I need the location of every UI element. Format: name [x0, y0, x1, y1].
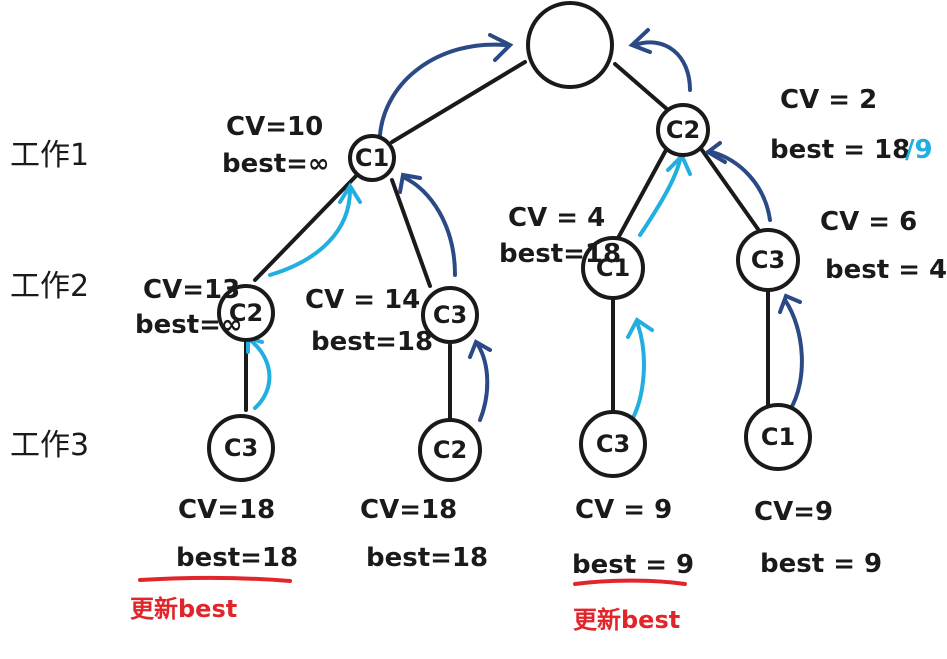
update-notes: 更新best 更新best: [130, 575, 687, 634]
arrow-a2a-to-a2-head: [468, 339, 492, 359]
backtrack-arrows: [246, 28, 804, 422]
label-a1a-cv: CV=18: [178, 495, 275, 525]
arrow-a1-to-a: [268, 188, 352, 277]
edge-b-b2: [700, 148, 762, 234]
arrow-b1a-to-b1: [630, 323, 646, 422]
node-annotations: CV=10 best=∞ CV = 2 best = 18 /9 CV=13 b…: [135, 85, 947, 580]
arrow-a1-to-a-head: [338, 182, 362, 204]
arrow-a2-to-a: [403, 176, 457, 277]
tree-nodes: C1 C2 C2 C3 C1 C3 C3 C2: [207, 1, 812, 482]
edge-b-b1: [615, 148, 668, 242]
svg-text:C3: C3: [433, 301, 467, 329]
label-a2-cv: CV = 14: [305, 285, 420, 315]
arrow-b1a-to-b1-head: [626, 317, 654, 339]
label-b2-cv: CV = 6: [820, 207, 917, 237]
node-a: C1: [348, 134, 396, 182]
arrow-a1a-to-a1: [248, 338, 272, 410]
node-a2: C3: [421, 286, 479, 344]
label-a-cv: CV=10: [226, 112, 323, 142]
arrow-b-to-root-head: [628, 28, 652, 54]
node-b1a: C3: [579, 410, 647, 478]
node-b2: C3: [736, 228, 800, 292]
svg-text:C1: C1: [355, 144, 389, 172]
node-root: [526, 1, 614, 89]
svg-text:C2: C2: [433, 436, 467, 464]
edge-root-b: [613, 62, 670, 112]
svg-text:C2: C2: [666, 116, 700, 144]
label-a-best: best=∞: [222, 149, 330, 179]
node-b: C2: [656, 103, 710, 157]
svg-text:C3: C3: [596, 430, 630, 458]
arrow-a-to-root-head: [488, 33, 514, 62]
label-a1-best: best=∞: [135, 310, 243, 340]
label-a1a-best: best=18: [176, 543, 298, 573]
edge-a-a1: [253, 174, 358, 282]
row-labels: 工作1 工作2 工作3: [10, 138, 89, 463]
label-a2-best: best=18: [311, 327, 433, 357]
label-b1a-best: best = 9: [572, 550, 694, 580]
arrow-a2a-to-a2: [476, 343, 490, 422]
svg-text:C3: C3: [224, 434, 258, 462]
tree-edges: [244, 60, 770, 422]
svg-text:C1: C1: [761, 423, 795, 451]
svg-text:C1: C1: [596, 254, 630, 282]
label-b-best-update: /9: [905, 135, 933, 165]
note-update-right: 更新best: [573, 606, 680, 634]
label-b1-cv: CV = 4: [508, 203, 605, 233]
svg-text:C3: C3: [751, 246, 785, 274]
underline-right: [573, 578, 687, 586]
node-a1: C2: [217, 284, 275, 342]
arrow-b2a-to-b2: [783, 298, 804, 412]
node-b1: C1: [581, 236, 645, 300]
arrow-b2a-to-b2-head: [778, 293, 802, 314]
arrow-b1-to-b: [638, 158, 682, 237]
label-a2a-cv: CV=18: [360, 495, 457, 525]
label-b-cv: CV = 2: [780, 85, 877, 115]
label-b2a-cv: CV=9: [754, 497, 833, 527]
edge-root-a: [390, 60, 527, 144]
arrow-b2-to-b: [710, 150, 772, 222]
label-b2-best: best = 4: [825, 255, 947, 285]
label-b1a-cv: CV = 9: [575, 495, 672, 525]
underline-left: [138, 575, 292, 583]
label-b2a-best: best = 9: [760, 549, 882, 579]
label-a2a-best: best=18: [366, 543, 488, 573]
svg-text:C2: C2: [229, 299, 263, 327]
label-a1-cv: CV=13: [143, 275, 240, 305]
arrow-b2-to-b-head: [704, 141, 727, 164]
edge-a-a2: [390, 178, 432, 288]
node-a1a: C3: [207, 414, 275, 482]
row-label-3: 工作3: [10, 428, 89, 463]
row-label-1: 工作1: [10, 138, 89, 173]
arrow-b-to-root: [633, 40, 692, 92]
arrow-a-to-root: [378, 42, 507, 137]
note-update-left: 更新best: [130, 595, 237, 623]
arrow-a2-to-a-head: [398, 172, 422, 194]
label-b1-best: best=18: [499, 239, 621, 269]
row-label-2: 工作2: [10, 269, 89, 304]
label-b-best: best = 18: [770, 135, 910, 165]
node-b2a: C1: [744, 403, 812, 471]
node-a2a: C2: [418, 418, 482, 482]
